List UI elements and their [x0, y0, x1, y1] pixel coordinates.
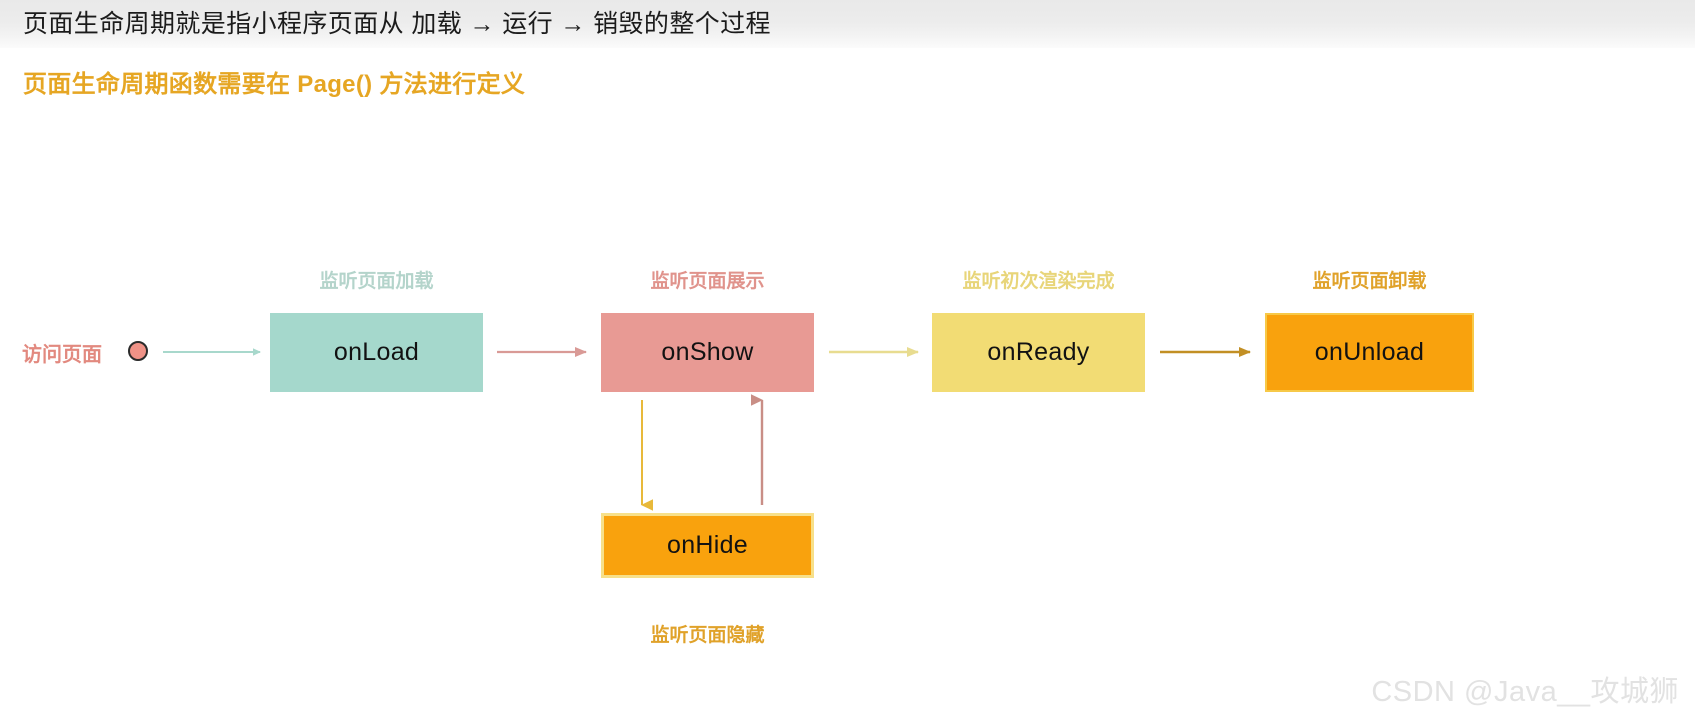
node-onunload[interactable]: onUnload — [1265, 313, 1474, 392]
header-band — [0, 0, 1695, 48]
stage-caption-onshow: 监听页面展示 — [650, 271, 765, 292]
stage-caption-onload: 监听页面加载 — [319, 271, 434, 292]
node-onready-label: onReady — [987, 338, 1090, 366]
csdn-watermark: CSDN @Java__攻城狮 — [1371, 676, 1679, 708]
entry-label: 访问页面 — [22, 344, 102, 366]
node-onshow[interactable]: onShow — [601, 313, 814, 392]
entry-dot-icon — [128, 341, 148, 361]
page-title: 页面生命周期就是指小程序页面从 加载 → 运行 → 销毁的整个过程 — [23, 10, 771, 38]
node-onload[interactable]: onLoad — [270, 313, 483, 392]
node-onready[interactable]: onReady — [932, 313, 1145, 392]
stage-caption-onready: 监听初次渲染完成 — [962, 271, 1115, 292]
node-onhide-label: onHide — [666, 531, 749, 559]
node-onhide[interactable]: onHide — [601, 513, 814, 578]
subtitle-note: 页面生命周期函数需要在 Page() 方法进行定义 — [23, 71, 526, 98]
stage-caption-onunload: 监听页面卸载 — [1312, 271, 1427, 292]
stage-caption-onhide: 监听页面隐藏 — [650, 625, 765, 646]
node-onshow-label: onShow — [661, 338, 754, 366]
node-onunload-label: onUnload — [1314, 338, 1425, 366]
node-onload-label: onLoad — [333, 338, 420, 366]
